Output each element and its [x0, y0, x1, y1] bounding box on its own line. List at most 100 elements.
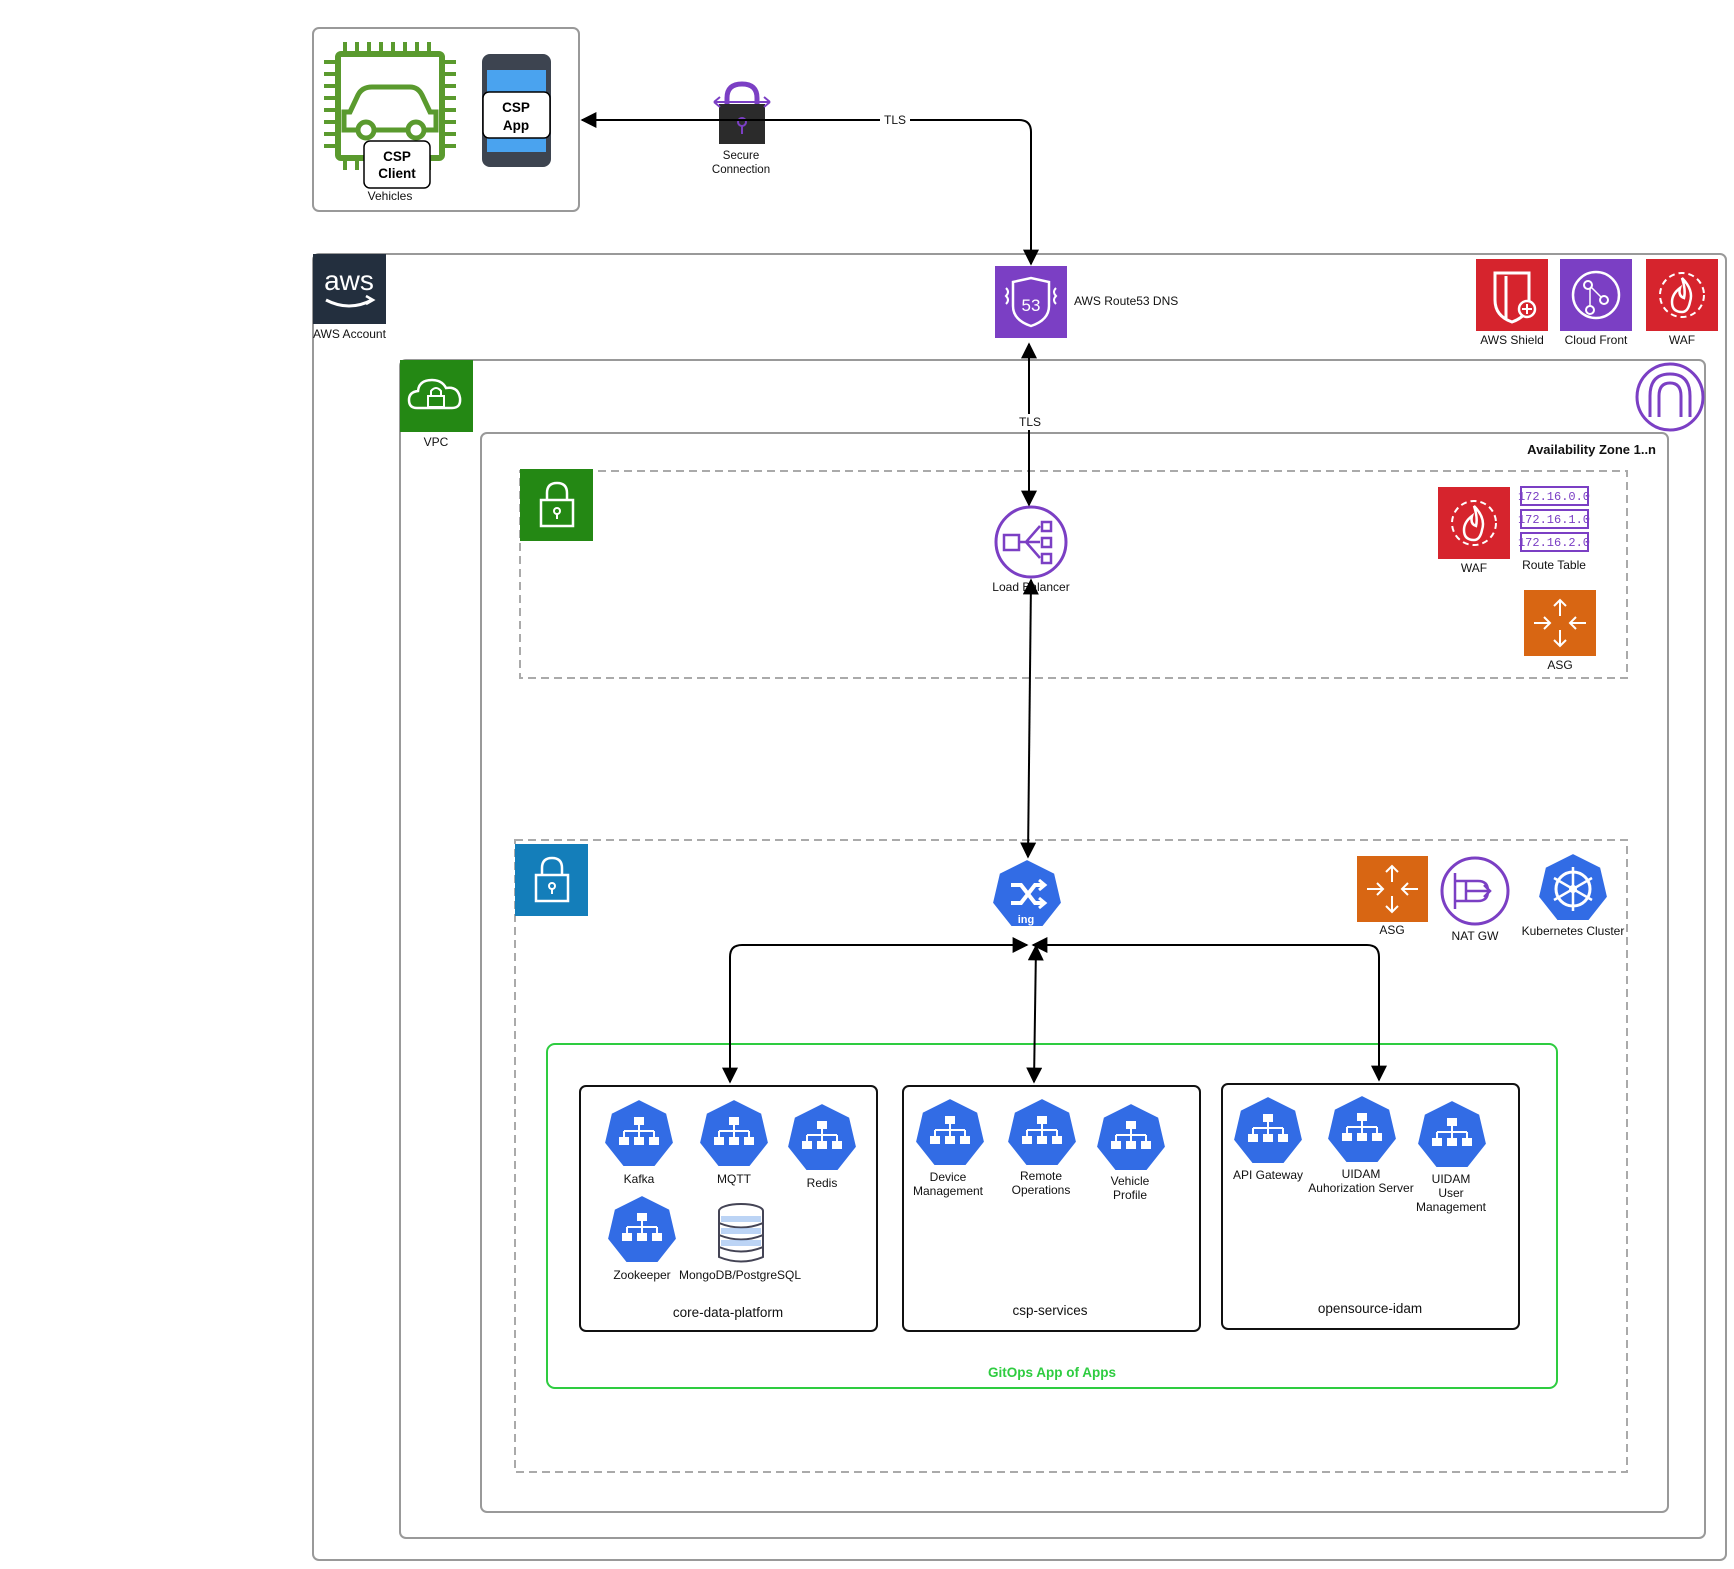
asg-private-label: ASG [1379, 923, 1404, 937]
cloudfront-icon [1560, 259, 1632, 331]
group-opensource-idam-label: opensource-idam [1318, 1301, 1422, 1316]
service-kafka: Kafka [603, 1098, 675, 1186]
kubernetes-cluster: Kubernetes Cluster [1522, 852, 1625, 938]
tls-connection-route53-app [580, 112, 1039, 266]
mongodb-postgresql-label: MongoDB/PostgreSQL [679, 1268, 801, 1282]
cloud-front: Cloud Front [1560, 259, 1632, 347]
uidam-user-management-label-2: User [1438, 1186, 1463, 1200]
route53-label: AWS Route53 DNS [1074, 294, 1178, 308]
service-mongodb-postgresql: MongoDB/PostgreSQL [679, 1203, 801, 1282]
ingress: ing [991, 858, 1063, 928]
vpc-group: VPC [399, 359, 1706, 1539]
nat-gateway-label: NAT GW [1452, 929, 1500, 943]
connection-ingress-core-data-platform [722, 937, 1029, 1084]
aws-logo-icon: aws [313, 254, 386, 324]
waf-public-label: WAF [1461, 561, 1487, 575]
aws-shield-icon [1476, 259, 1548, 331]
public-subnet-lock-icon [520, 469, 593, 541]
availability-zone-label: Availability Zone 1..n [1527, 442, 1656, 457]
aws-account-label: AWS Account [313, 327, 387, 341]
vehicle-profile-label-1: Vehicle [1111, 1174, 1150, 1188]
csp-client-label-1: CSP [383, 149, 411, 164]
ingress-icon [991, 858, 1063, 928]
connection-loadbalancer-ingress [1020, 578, 1039, 859]
device-management-label-2: Management [913, 1184, 984, 1198]
service-remote-operations: Remote Operations [1006, 1097, 1078, 1197]
service-mqtt: MQTT [698, 1098, 770, 1186]
cloud-front-label: Cloud Front [1565, 333, 1628, 347]
waf-edge-label: WAF [1669, 333, 1695, 347]
route53-dns: 53 AWS Route53 DNS [995, 266, 1178, 338]
route-table-row-2 [1520, 509, 1589, 529]
route-table-label: Route Table [1522, 558, 1586, 572]
service-api-gateway: API Gateway [1232, 1095, 1304, 1182]
waf-edge-icon [1646, 259, 1718, 331]
redis-label: Redis [807, 1176, 838, 1190]
group-csp-services: Device Management Remote Operations Vehi… [902, 1085, 1201, 1332]
nat-gateway: NAT GW [1440, 856, 1510, 943]
route-table-entry-3: 172.16.2.0 [1518, 536, 1590, 550]
mqtt-label: MQTT [717, 1172, 752, 1186]
device-management-label-1: Device [930, 1170, 967, 1184]
waf-public: WAF [1438, 487, 1510, 575]
uidam-user-management-label-3: Management [1416, 1200, 1487, 1214]
edge-services: AWS Shield Cloud Front WAF [1476, 259, 1718, 347]
service-redis: Redis [786, 1102, 858, 1190]
remote-operations-label-1: Remote [1020, 1169, 1062, 1183]
tls-top-label: TLS [884, 113, 906, 127]
aws-logo-text: aws [324, 265, 374, 296]
uidam-user-management-label-1: UIDAM [1432, 1172, 1471, 1186]
connection-ingress-csp-services [1026, 944, 1044, 1084]
tls-vpc-label: TLS [1019, 415, 1041, 429]
connection-ingress-opensource-idam [1031, 937, 1387, 1082]
waf-public-icon [1438, 487, 1510, 559]
zookeeper-label: Zookeeper [613, 1268, 670, 1282]
private-subnet-lock-icon [515, 844, 588, 916]
vehicle-profile-label-2: Profile [1113, 1188, 1147, 1202]
database-icon [718, 1203, 764, 1263]
uidam-authorization-label-2: Auhorization Server [1308, 1181, 1413, 1195]
route-table-row-3 [1520, 532, 1589, 552]
vehicles-group: CSP Client Vehicles CSP App [312, 27, 580, 212]
kubernetes-cluster-label: Kubernetes Cluster [1522, 924, 1625, 938]
secure-connection-lock-icon [713, 81, 771, 144]
kubernetes-cluster-icon [1537, 852, 1609, 922]
vpc-label: VPC [424, 435, 449, 449]
gitops-label: GitOps App of Apps [988, 1365, 1116, 1380]
vehicle-chip-icon [324, 42, 456, 170]
secure-connection-label-1: Secure [723, 150, 759, 162]
csp-app-label-1: CSP [502, 100, 530, 115]
route-table: 172.16.0.0 172.16.1.0 172.16.2.0 Route T… [1518, 486, 1590, 572]
private-subnet: ing ASG NAT GW Kubernetes Cluster [514, 839, 1628, 1473]
aws-shield-label: AWS Shield [1480, 333, 1544, 347]
asg-private: ASG [1357, 856, 1428, 937]
kafka-label: Kafka [624, 1172, 655, 1186]
connectors: TLS TLS [580, 112, 1387, 1084]
ingress-badge: ing [1018, 914, 1035, 926]
route-table-row-1 [1520, 486, 1589, 506]
gitops-app-of-apps: GitOps App of Apps Kafka MQTT Redis Zook… [546, 1043, 1558, 1389]
asg-public: ASG [1524, 590, 1596, 672]
waf-edge: WAF [1646, 259, 1718, 347]
service-uidam-authorization-server: UIDAM Auhorization Server [1308, 1094, 1414, 1195]
csp-app-label-2: App [503, 118, 529, 133]
group-opensource-idam: API Gateway UIDAM Auhorization Server UI… [1221, 1083, 1520, 1330]
group-core-data-platform: Kafka MQTT Redis Zookeeper [579, 1085, 878, 1332]
secure-connection-label-2: Connection [712, 164, 770, 176]
group-csp-services-label: csp-services [1012, 1303, 1087, 1318]
remote-operations-label-2: Operations [1012, 1183, 1071, 1197]
secure-connection: Secure Connection [712, 81, 771, 176]
service-device-management: Device Management [913, 1097, 986, 1198]
service-zookeeper: Zookeeper [606, 1194, 678, 1282]
load-balancer: Load Balancer [992, 505, 1070, 594]
vehicles-label: Vehicles [368, 189, 413, 203]
uidam-authorization-label-1: UIDAM [1342, 1167, 1381, 1181]
internet-gateway-icon [1635, 362, 1705, 432]
asg-public-label: ASG [1547, 658, 1572, 672]
csp-client-box [363, 140, 431, 189]
route53-badge: 53 [1022, 296, 1041, 315]
route-table-entry-2: 172.16.1.0 [1518, 513, 1590, 527]
route-table-entry-1: 172.16.0.0 [1518, 490, 1590, 504]
csp-app-box [482, 91, 551, 139]
